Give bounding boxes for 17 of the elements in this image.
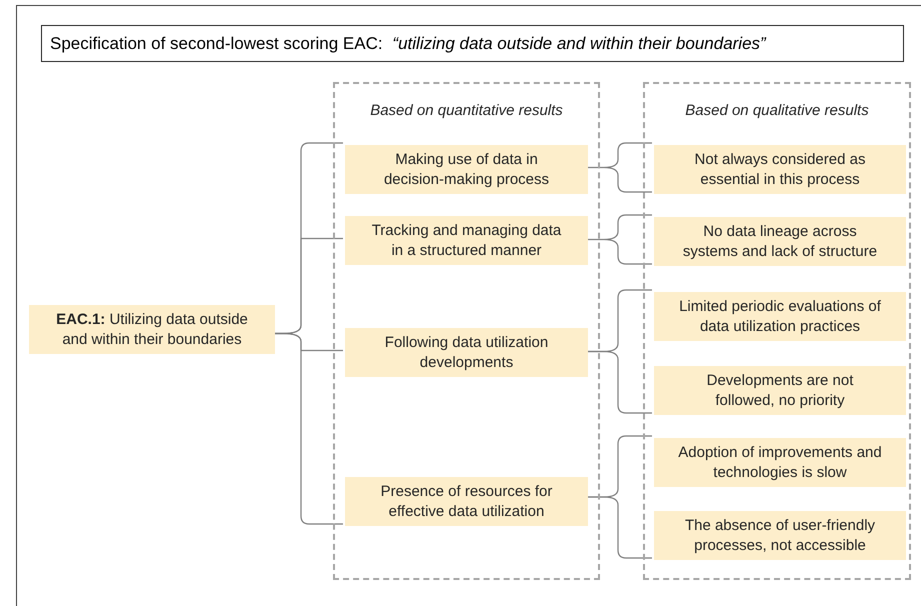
- text-box: Developments are not followed, no priority: [654, 366, 906, 415]
- group-heading: Based on qualitative results: [684, 101, 870, 121]
- dashed-group-frame: [643, 82, 911, 580]
- text-box: Presence of resources for effective data utilization: [345, 477, 588, 526]
- text-box: Not always considered as essential in this process: [654, 145, 906, 194]
- text-box: EAC.1: Utilizing data outside and within their boundaries: [29, 305, 275, 354]
- dashed-group-frame: [333, 82, 600, 580]
- title: Specification of second-lowest scoring EAC: “utilizing data outside and within their boundaries”: [41, 25, 904, 62]
- text-box: Following data utilization developments: [345, 328, 588, 377]
- text-box: Making use of data in decision-making process: [345, 145, 588, 194]
- curly-brace: [274, 332, 344, 525]
- text-box: Adoption of improvements and technologies is slow: [654, 438, 906, 487]
- text-box: Tracking and managing data in a structured manner: [345, 216, 588, 265]
- text-box: Limited periodic evaluations of data utilization practices: [654, 292, 906, 341]
- group-heading: Based on quantitative results: [369, 101, 564, 121]
- text-box: No data lineage across systems and lack of structure: [654, 217, 906, 266]
- text-box: The absence of user-friendly processes, not accessible: [654, 511, 906, 560]
